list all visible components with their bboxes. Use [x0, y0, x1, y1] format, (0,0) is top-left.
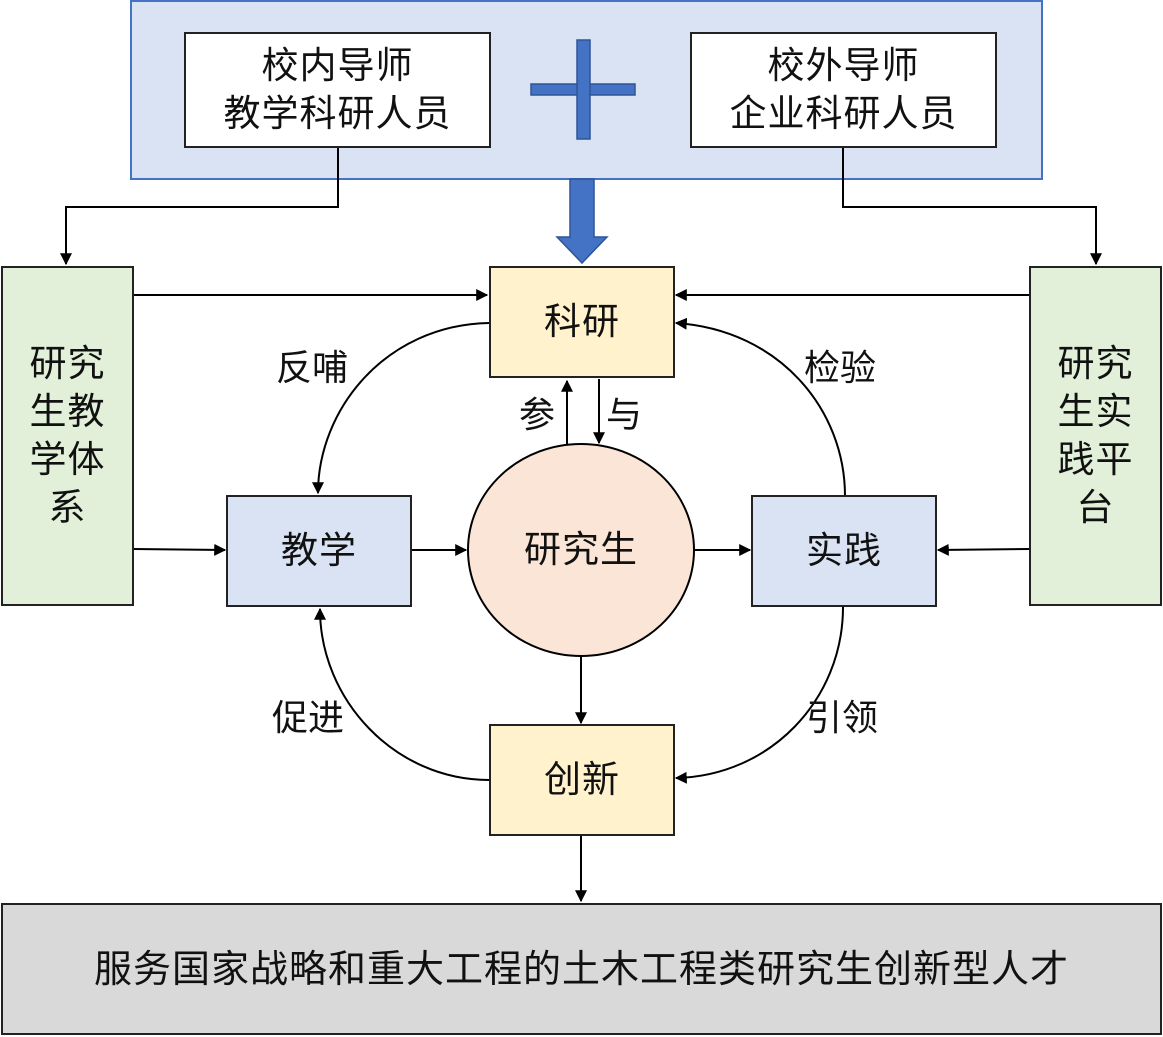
curve-research-to-teaching: [312, 322, 490, 495]
practice-label: 实践: [806, 529, 882, 572]
graduate-circle: [467, 443, 695, 657]
edge-label-feedback: 反哺: [276, 348, 349, 389]
graduate-label-wrap: 研究生: [468, 444, 694, 656]
practice-platform-label: 研究 生实 践平 台: [1057, 342, 1134, 529]
arrow-practice-platform-to-practice: [936, 543, 1030, 556]
graduate-label: 研究生: [524, 528, 638, 571]
teaching-label: 教学: [281, 529, 357, 572]
edge-label-promote: 促进: [272, 698, 345, 739]
research-box: 科研: [489, 266, 675, 378]
goal-label: 服务国家战略和重大工程的土木工程类研究生创新型人才: [93, 947, 1069, 991]
edge-label-participate-2: 与: [606, 395, 643, 436]
practice-box: 实践: [751, 495, 937, 607]
goal-bar: 服务国家战略和重大工程的土木工程类研究生创新型人才: [1, 903, 1162, 1035]
teaching-system-panel: 研究 生教 学体 系: [1, 266, 134, 606]
plus-icon: [530, 39, 636, 140]
edge-label-lead: 引领: [806, 698, 879, 739]
curve-practice-to-research: [674, 317, 846, 497]
arrow-teaching-system-to-teaching: [132, 543, 227, 556]
teaching-box: 教学: [226, 495, 412, 607]
blue-down-arrow: [555, 178, 609, 265]
connector-external-to-practice-platform: [842, 146, 1102, 266]
external-mentor-label: 校外导师 企业科研人员: [729, 44, 958, 135]
curve-practice-to-innovation: [674, 606, 844, 784]
innovation-box: 创新: [489, 724, 675, 836]
external-mentor-box: 校外导师 企业科研人员: [690, 32, 997, 148]
edge-label-participate-1: 参: [519, 395, 556, 436]
research-label: 科研: [544, 300, 620, 343]
edge-label-test: 检验: [804, 348, 877, 389]
practice-platform-panel: 研究 生实 践平 台: [1029, 266, 1162, 606]
curve-innovation-to-teaching: [314, 607, 490, 781]
internal-mentor-label: 校内导师 教学科研人员: [223, 44, 452, 135]
innovation-label: 创新: [544, 758, 620, 801]
teaching-system-label: 研究 生教 学体 系: [29, 342, 106, 529]
connector-internal-to-teaching-system: [60, 146, 339, 266]
internal-mentor-box: 校内导师 教学科研人员: [184, 32, 491, 148]
